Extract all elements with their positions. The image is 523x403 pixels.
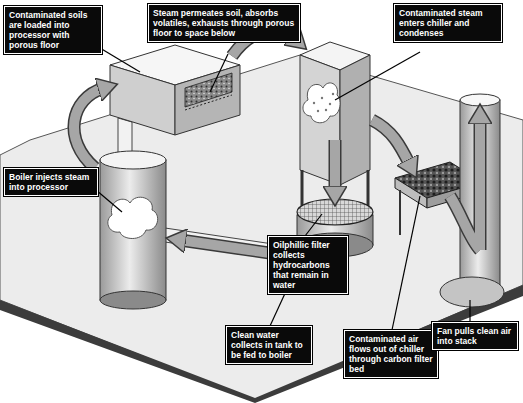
platform-edge xyxy=(0,285,523,403)
soil-bed xyxy=(185,73,232,107)
callout-box: Contaminated soils are loaded into proce… xyxy=(4,6,102,54)
oleophilic-filter xyxy=(297,199,373,225)
callout-text: Boiler injects steam into processor xyxy=(9,172,93,192)
exhaust-stack xyxy=(460,100,500,290)
callout-text: Clean water collects in tank to be fed t… xyxy=(231,330,307,360)
leader-line xyxy=(96,48,470,330)
callout-text: Oilphillic filter collects hydrocarbons … xyxy=(273,240,343,290)
condensate-drops xyxy=(313,93,334,112)
chiller-side xyxy=(340,55,370,185)
boiler-body xyxy=(100,160,166,300)
processor-front xyxy=(175,65,240,135)
callout-box: Contaminated steam enters chiller and co… xyxy=(394,4,502,42)
flow-arrow-outline xyxy=(74,31,480,256)
callout-text: Contaminated air flows out of chiller th… xyxy=(349,334,433,374)
bed-leg xyxy=(399,190,401,235)
callout-text: Contaminated steam enters chiller and co… xyxy=(399,8,497,38)
callout-text: Contaminated soils are loaded into proce… xyxy=(9,10,97,50)
callout-text: Steam permeates soil, absorbs volatiles,… xyxy=(153,8,295,38)
callout-text: Fan pulls clean air into stack xyxy=(437,326,513,346)
flow-arrow xyxy=(74,31,480,256)
callout-box: Contaminated air flows out of chiller th… xyxy=(344,330,438,378)
processor-side xyxy=(110,65,175,135)
callout-box: Steam permeates soil, absorbs volatiles,… xyxy=(148,4,300,42)
steam-cloud xyxy=(108,197,158,238)
callout-box: Fan pulls clean air into stack xyxy=(432,322,518,350)
boiler-base xyxy=(100,291,166,309)
porous-floor xyxy=(185,95,232,110)
fan-housing xyxy=(440,277,504,307)
base-platform xyxy=(0,55,523,400)
callout-box: Clean water collects in tank to be fed t… xyxy=(226,326,312,364)
condensing-steam xyxy=(303,83,340,123)
callout-box: Boiler injects steam into processor xyxy=(4,168,98,196)
callout-box: Oilphillic filter collects hydrocarbons … xyxy=(268,236,348,294)
stack-top xyxy=(460,94,500,106)
boiler-top xyxy=(100,151,166,169)
